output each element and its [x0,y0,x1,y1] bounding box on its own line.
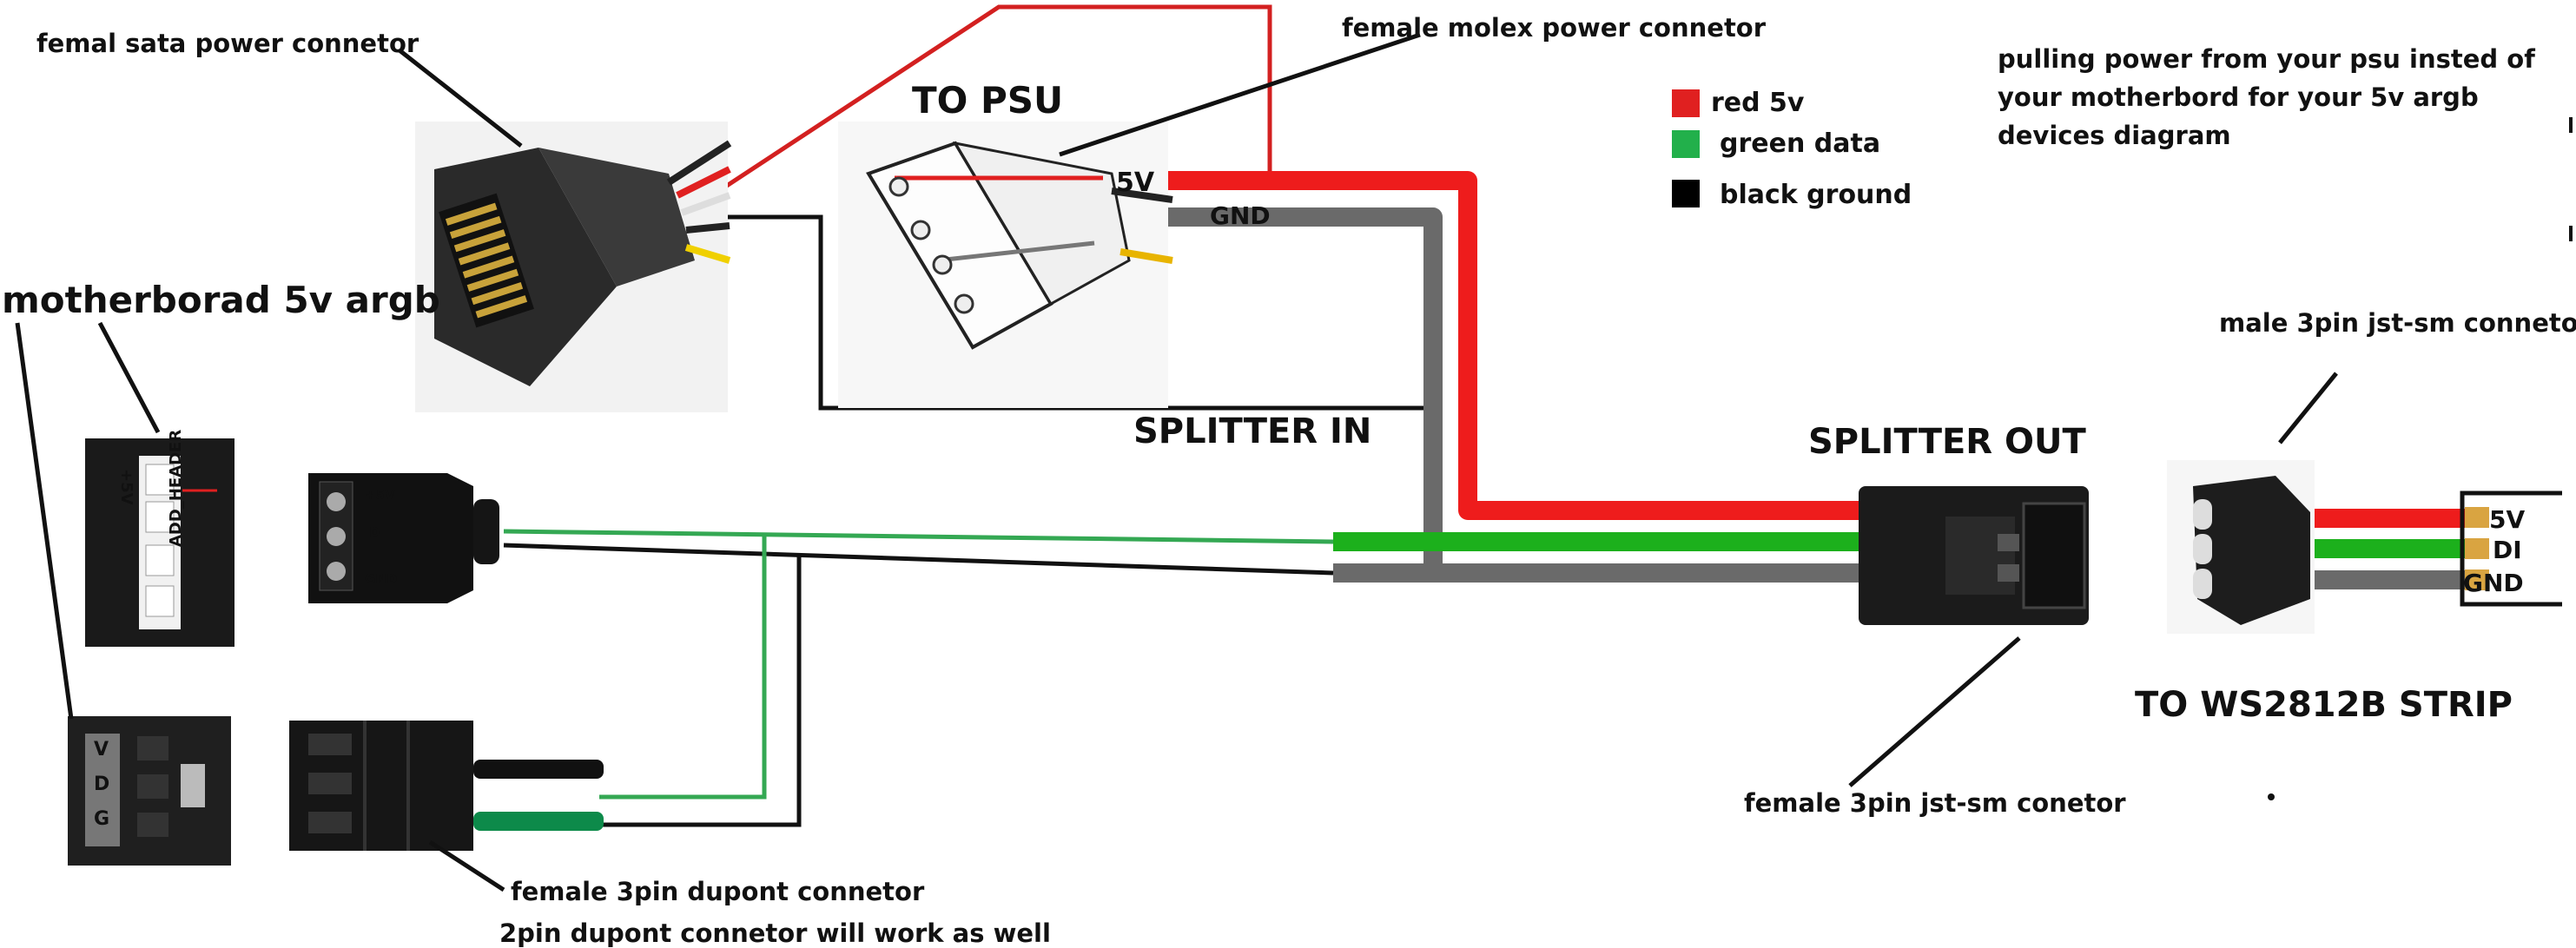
dupont-cable-black [473,760,604,779]
label-molex-5v: 5V [1116,168,1155,198]
strip-pad-di [2465,538,2489,559]
argb-header-5v: +5V [117,469,135,505]
mb-data-wire [503,529,1334,544]
label-female-jst: female 3pin jst-sm conetor [1744,788,2126,818]
sata-connector [415,122,732,412]
dupont-connector [289,721,473,851]
red-5v-wire [1112,171,1866,520]
label-to-strip: TO WS2812B STRIP [2135,685,2513,725]
label-mb-argb: motherborad 5v argb [2,279,440,321]
label-molex: female molex power connetor [1342,13,1767,43]
label-dupont-1: female 3pin dupont connetor [511,877,925,906]
legend-green-label: green data [1720,128,1880,159]
legend-swatch-black [1672,180,1700,207]
label-sata: femal sata power connetor [36,29,419,58]
vdg-header-photo: V D G [68,716,231,866]
dupont-black-wire [599,556,802,827]
legend-black-label: black ground [1720,180,1912,210]
stray-dot [2268,793,2275,800]
label-to-psu: TO PSU [912,79,1063,122]
stray-tick-1 [2569,117,2573,133]
leader-female-jst [1848,636,2021,787]
label-molex-gnd: GND [1210,201,1271,230]
argb-plug: +5V D GND [308,473,499,603]
male-jst-connector [2167,460,2315,634]
dupont-cable-green [473,812,604,831]
molex-connector [838,122,1173,408]
legend-red-label: red 5v [1711,88,1805,118]
dupont-green-wire [599,534,767,800]
strip-pad-gnd [2465,569,2489,590]
stray-tick-2 [2569,226,2573,241]
description-line-3: devices diagram [1998,121,2231,150]
mb-ground-wire [503,543,1334,576]
argb-header-text: ADD_HEADER [167,430,185,547]
vdg-g: G [94,808,109,830]
sata-red-wire [710,4,1272,198]
plug-gnd: GND [365,571,397,587]
strip-pad-5v [2465,507,2489,528]
vdg-d: D [94,774,109,795]
description-line-2: your motherbord for your 5v argb [1998,82,2479,112]
leader-mb-argb [97,321,161,434]
leader-mb-vdg [15,322,74,720]
argb-header-photo: ADD_HEADER +5V [85,430,234,647]
description-line-1: pulling power from your psu insted of [1998,44,2535,74]
leader-sata [398,49,523,148]
leader-dupont [428,839,505,892]
label-strip-gnd: GND [2463,569,2524,597]
vdg-v: V [94,739,109,760]
gnd-wire [1146,207,1866,583]
label-splitter-in: SPLITTER IN [1133,411,1371,451]
label-male-jst: male 3pin jst-sm connetor [2219,308,2576,338]
plug-5v: +5V [365,487,395,503]
female-jst-connector [1859,486,2089,625]
legend-swatch-green [1672,130,1700,158]
strip-bracket [2460,490,2562,607]
label-splitter-out: SPLITTER OUT [1808,422,2087,462]
label-dupont-2: 2pin dupont connetor will work as well [499,918,1051,948]
label-strip-5v: 5V [2489,505,2525,534]
leader-molex [1059,32,1421,157]
leader-male-jst [2278,372,2338,444]
plug-d: D [369,524,380,540]
legend-swatch-red [1672,89,1700,117]
label-strip-di: DI [2493,536,2522,564]
